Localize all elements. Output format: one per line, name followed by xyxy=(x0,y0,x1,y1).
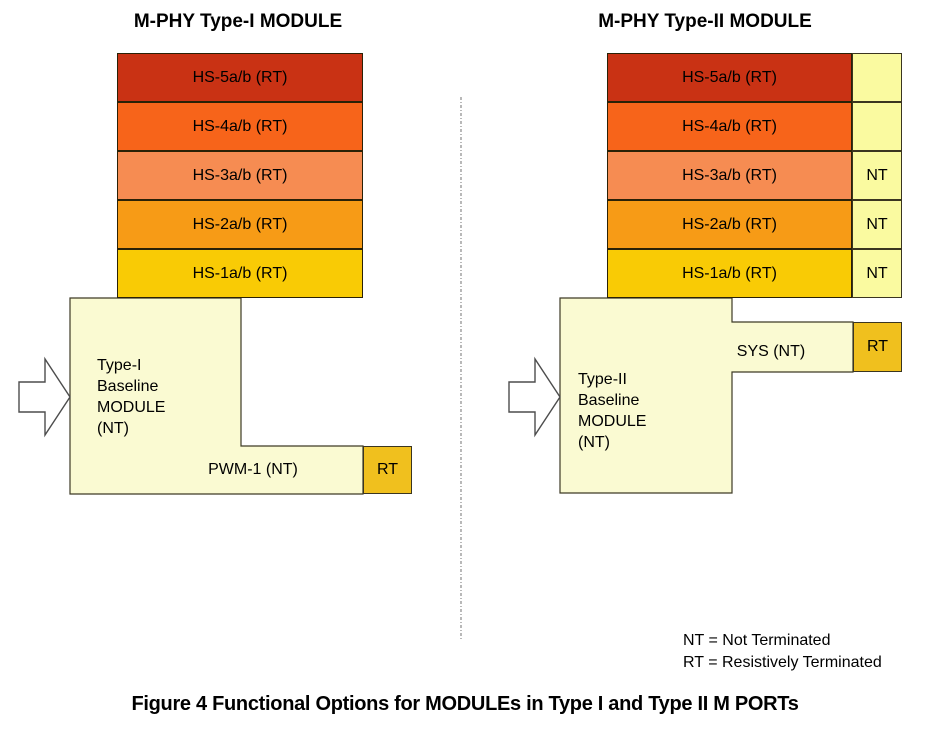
type2-hs5-termination-cell xyxy=(852,53,902,102)
legend-rt-line: RT = Resistively Terminated xyxy=(683,654,882,671)
type2-hs2-bar: HS-2a/b (RT) xyxy=(607,200,852,249)
sys-label: SYS (NT) xyxy=(736,343,806,360)
type2-hs3-bar: HS-3a/b (RT) xyxy=(607,151,852,200)
type1-hs5-bar: HS-5a/b (RT) xyxy=(117,53,363,102)
left-block-arrow-icon xyxy=(18,356,71,438)
type2-hs4-bar: HS-4a/b (RT) xyxy=(607,102,852,151)
type2-hs1-bar: HS-1a/b (RT) xyxy=(607,249,852,298)
type1-module-title: M-PHY Type-I MODULE xyxy=(133,11,343,32)
right-block-arrow-icon xyxy=(508,356,561,438)
type2-baseline-module-label: Type-II Baseline MODULE (NT) xyxy=(578,371,647,451)
type1-pwm-rt-box: RT xyxy=(363,446,412,494)
type2-module-title: M-PHY Type-II MODULE xyxy=(598,11,812,32)
type2-sys-rt-box: RT xyxy=(853,322,902,372)
figure-caption: Figure 4 Functional Options for MODULEs … xyxy=(131,693,799,715)
type2-baseline-module-shape xyxy=(559,297,854,494)
legend-nt-line: NT = Not Terminated xyxy=(683,632,831,649)
type2-hs2-termination-cell: NT xyxy=(852,200,902,249)
type2-hs4-termination-cell xyxy=(852,102,902,151)
type1-hs3-bar: HS-3a/b (RT) xyxy=(117,151,363,200)
type2-hs5-bar: HS-5a/b (RT) xyxy=(607,53,852,102)
type2-hs3-termination-cell: NT xyxy=(852,151,902,200)
type1-baseline-module-label: Type-I Baseline MODULE (NT) xyxy=(97,357,166,437)
type2-hs1-termination-cell: NT xyxy=(852,249,902,298)
pwm1-label: PWM-1 (NT) xyxy=(208,461,298,478)
type1-hs4-bar: HS-4a/b (RT) xyxy=(117,102,363,151)
type1-hs2-bar: HS-2a/b (RT) xyxy=(117,200,363,249)
termination-legend: NT = Not Terminated RT = Resistively Ter… xyxy=(683,630,882,674)
type1-hs1-bar: HS-1a/b (RT) xyxy=(117,249,363,298)
